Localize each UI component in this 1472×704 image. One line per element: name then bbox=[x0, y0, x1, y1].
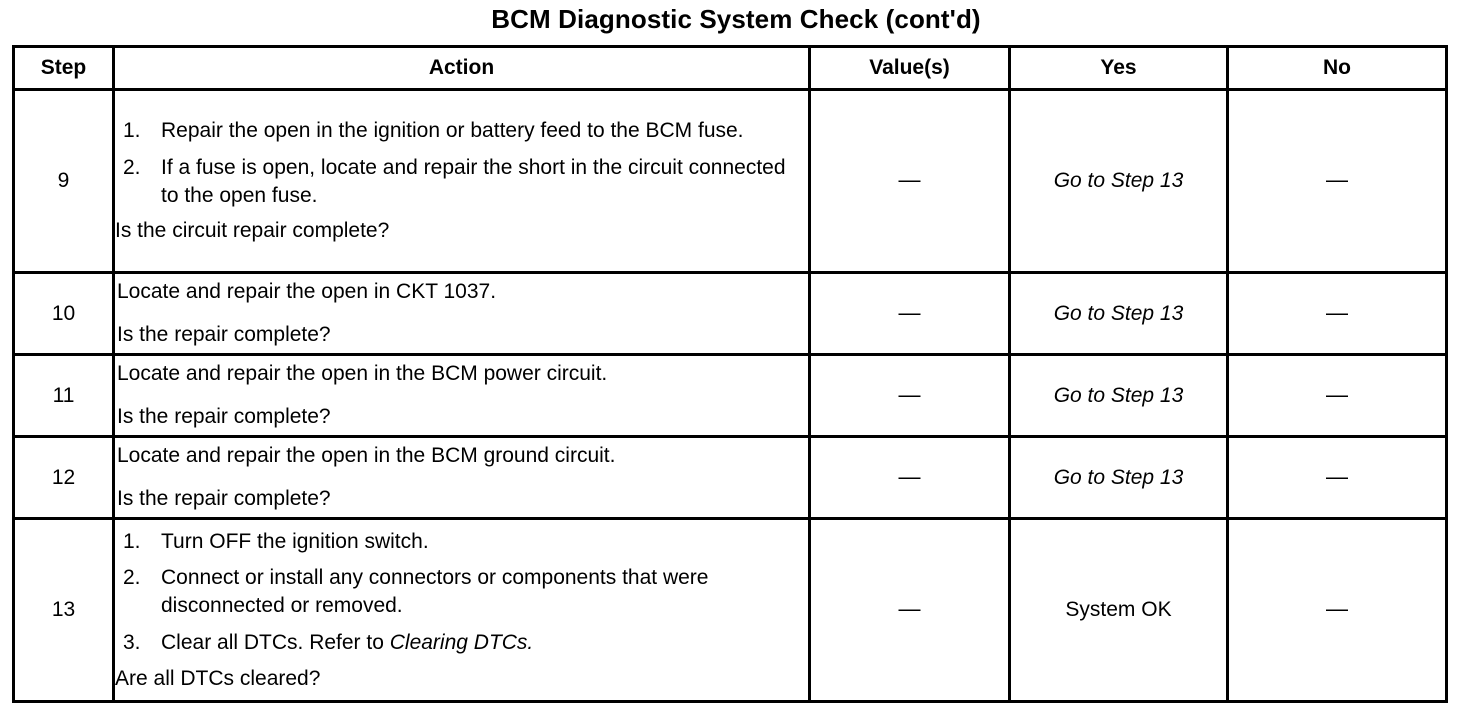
yes-cell: Go to Step 13 bbox=[1008, 88, 1229, 274]
action-list-text: Turn OFF the ignition switch. bbox=[161, 529, 429, 553]
action-list-number: 1. bbox=[123, 119, 141, 143]
action-cell: Locate and repair the open in CKT 1037. … bbox=[112, 271, 811, 356]
no-dash: — bbox=[1326, 596, 1348, 622]
action-list-item: 3. Clear all DTCs. Refer to Clearing DTCs… bbox=[115, 629, 808, 657]
action-list-item: 2. Connect or install any connectors or c… bbox=[115, 564, 808, 619]
action-reference-italic: Clearing DTCs. bbox=[389, 630, 534, 654]
yes-cell: Go to Step 13 bbox=[1008, 435, 1229, 520]
action-step-list: 1. Repair the open in the ignition or bat… bbox=[115, 117, 808, 209]
column-header-value: Value(s) bbox=[808, 45, 1011, 91]
no-dash: — bbox=[1326, 381, 1348, 407]
step-number: 11 bbox=[12, 353, 115, 438]
action-list-number: 1. bbox=[123, 529, 141, 553]
yes-action-link[interactable]: Go to Step 13 bbox=[1053, 301, 1184, 325]
value-dash: — bbox=[898, 167, 921, 193]
action-cell: 1. Repair the open in the ignition or bat… bbox=[112, 88, 811, 274]
table-header: Step Action Value(s) Yes No bbox=[12, 45, 1448, 91]
yes-action-link[interactable]: Go to Step 13 bbox=[1053, 169, 1184, 193]
step-number: 9 bbox=[12, 88, 115, 274]
action-text-block: Locate and repair the open in CKT 1037. … bbox=[115, 274, 808, 353]
action-list-item: 1. Repair the open in the ignition or bat… bbox=[115, 117, 808, 145]
column-header-no: No bbox=[1226, 45, 1448, 91]
value-dash: — bbox=[898, 381, 921, 407]
value-dash: — bbox=[898, 463, 921, 489]
value-cell: — bbox=[808, 88, 1011, 274]
action-list-text: Repair the open in the ignition or batte… bbox=[161, 119, 744, 143]
step-number: 10 bbox=[12, 271, 115, 356]
action-cell: Locate and repair the open in the BCM po… bbox=[112, 353, 811, 438]
no-dash: — bbox=[1326, 299, 1348, 325]
column-header-step: Step bbox=[12, 45, 115, 91]
no-cell: — bbox=[1226, 435, 1448, 520]
action-cell: 1. Turn OFF the ignition switch. 2. Connec… bbox=[112, 517, 811, 703]
action-list-text: If a fuse is open, locate and repair the… bbox=[161, 155, 786, 207]
no-cell: — bbox=[1226, 271, 1448, 356]
value-cell: — bbox=[808, 271, 1011, 356]
no-dash: — bbox=[1326, 167, 1348, 193]
value-cell: — bbox=[808, 435, 1011, 520]
action-statement: Locate and repair the open in CKT 1037. bbox=[117, 280, 497, 303]
no-dash: — bbox=[1326, 463, 1348, 489]
action-question: Is the circuit repair complete? bbox=[115, 219, 390, 243]
action-question: Is the repair complete? bbox=[117, 487, 331, 511]
yes-cell: Go to Step 13 bbox=[1008, 353, 1229, 438]
column-header-action: Action bbox=[112, 45, 811, 91]
action-list-number: 2. bbox=[123, 566, 141, 590]
value-dash: — bbox=[898, 299, 921, 325]
value-cell: — bbox=[808, 517, 1011, 703]
no-cell: — bbox=[1226, 88, 1448, 274]
diagnostic-table: Step Action Value(s) Yes No 9 1. Repair t… bbox=[12, 45, 1448, 703]
step-number: 13 bbox=[12, 517, 115, 703]
action-list-item: 2. If a fuse is open, locate and repair t… bbox=[115, 154, 808, 209]
action-cell: Locate and repair the open in the BCM gr… bbox=[112, 435, 811, 520]
action-question: Are all DTCs cleared? bbox=[115, 666, 321, 690]
yes-action-link[interactable]: Go to Step 13 bbox=[1053, 465, 1184, 489]
page-title: BCM Diagnostic System Check (cont'd) bbox=[491, 4, 981, 34]
table-row: 10 Locate and repair the open in CKT 103… bbox=[12, 271, 1448, 356]
table-row: 13 1. Turn OFF the ignition switch. 2. Con… bbox=[12, 517, 1448, 703]
step-number: 12 bbox=[12, 435, 115, 520]
column-header-yes: Yes bbox=[1008, 45, 1229, 91]
yes-result-text: System OK bbox=[1065, 598, 1172, 622]
yes-action-link[interactable]: Go to Step 13 bbox=[1053, 383, 1184, 407]
action-list-text: Connect or install any connectors or com… bbox=[161, 566, 709, 618]
action-list-number: 2. bbox=[123, 155, 141, 179]
action-question: Is the repair complete? bbox=[117, 405, 331, 429]
table-row: 9 1. Repair the open in the ignition or b… bbox=[12, 88, 1448, 274]
value-dash: — bbox=[898, 596, 921, 622]
diagnostic-table-container: Step Action Value(s) Yes No 9 1. Repair t… bbox=[12, 45, 1448, 703]
action-text-block: Locate and repair the open in the BCM po… bbox=[115, 356, 808, 435]
action-question: Is the repair complete? bbox=[117, 323, 331, 347]
yes-cell: System OK bbox=[1008, 517, 1229, 703]
action-statement: Locate and repair the open in the BCM po… bbox=[117, 362, 608, 385]
no-cell: — bbox=[1226, 353, 1448, 438]
table-header-row: Step Action Value(s) Yes No bbox=[12, 45, 1448, 91]
table-row: 12 Locate and repair the open in the BCM… bbox=[12, 435, 1448, 520]
table-row: 11 Locate and repair the open in the BCM… bbox=[12, 353, 1448, 438]
action-list-item: 1. Turn OFF the ignition switch. bbox=[115, 528, 808, 556]
yes-cell: Go to Step 13 bbox=[1008, 271, 1229, 356]
action-step-list: 1. Turn OFF the ignition switch. 2. Connec… bbox=[115, 528, 808, 657]
action-text-block: Locate and repair the open in the BCM gr… bbox=[115, 438, 808, 517]
action-statement: Locate and repair the open in the BCM gr… bbox=[117, 444, 616, 467]
table-body: 9 1. Repair the open in the ignition or b… bbox=[12, 88, 1448, 703]
no-cell: — bbox=[1226, 517, 1448, 703]
action-list-number: 3. bbox=[123, 630, 141, 654]
action-list-text: Clear all DTCs. Refer to bbox=[161, 630, 390, 654]
value-cell: — bbox=[808, 353, 1011, 438]
